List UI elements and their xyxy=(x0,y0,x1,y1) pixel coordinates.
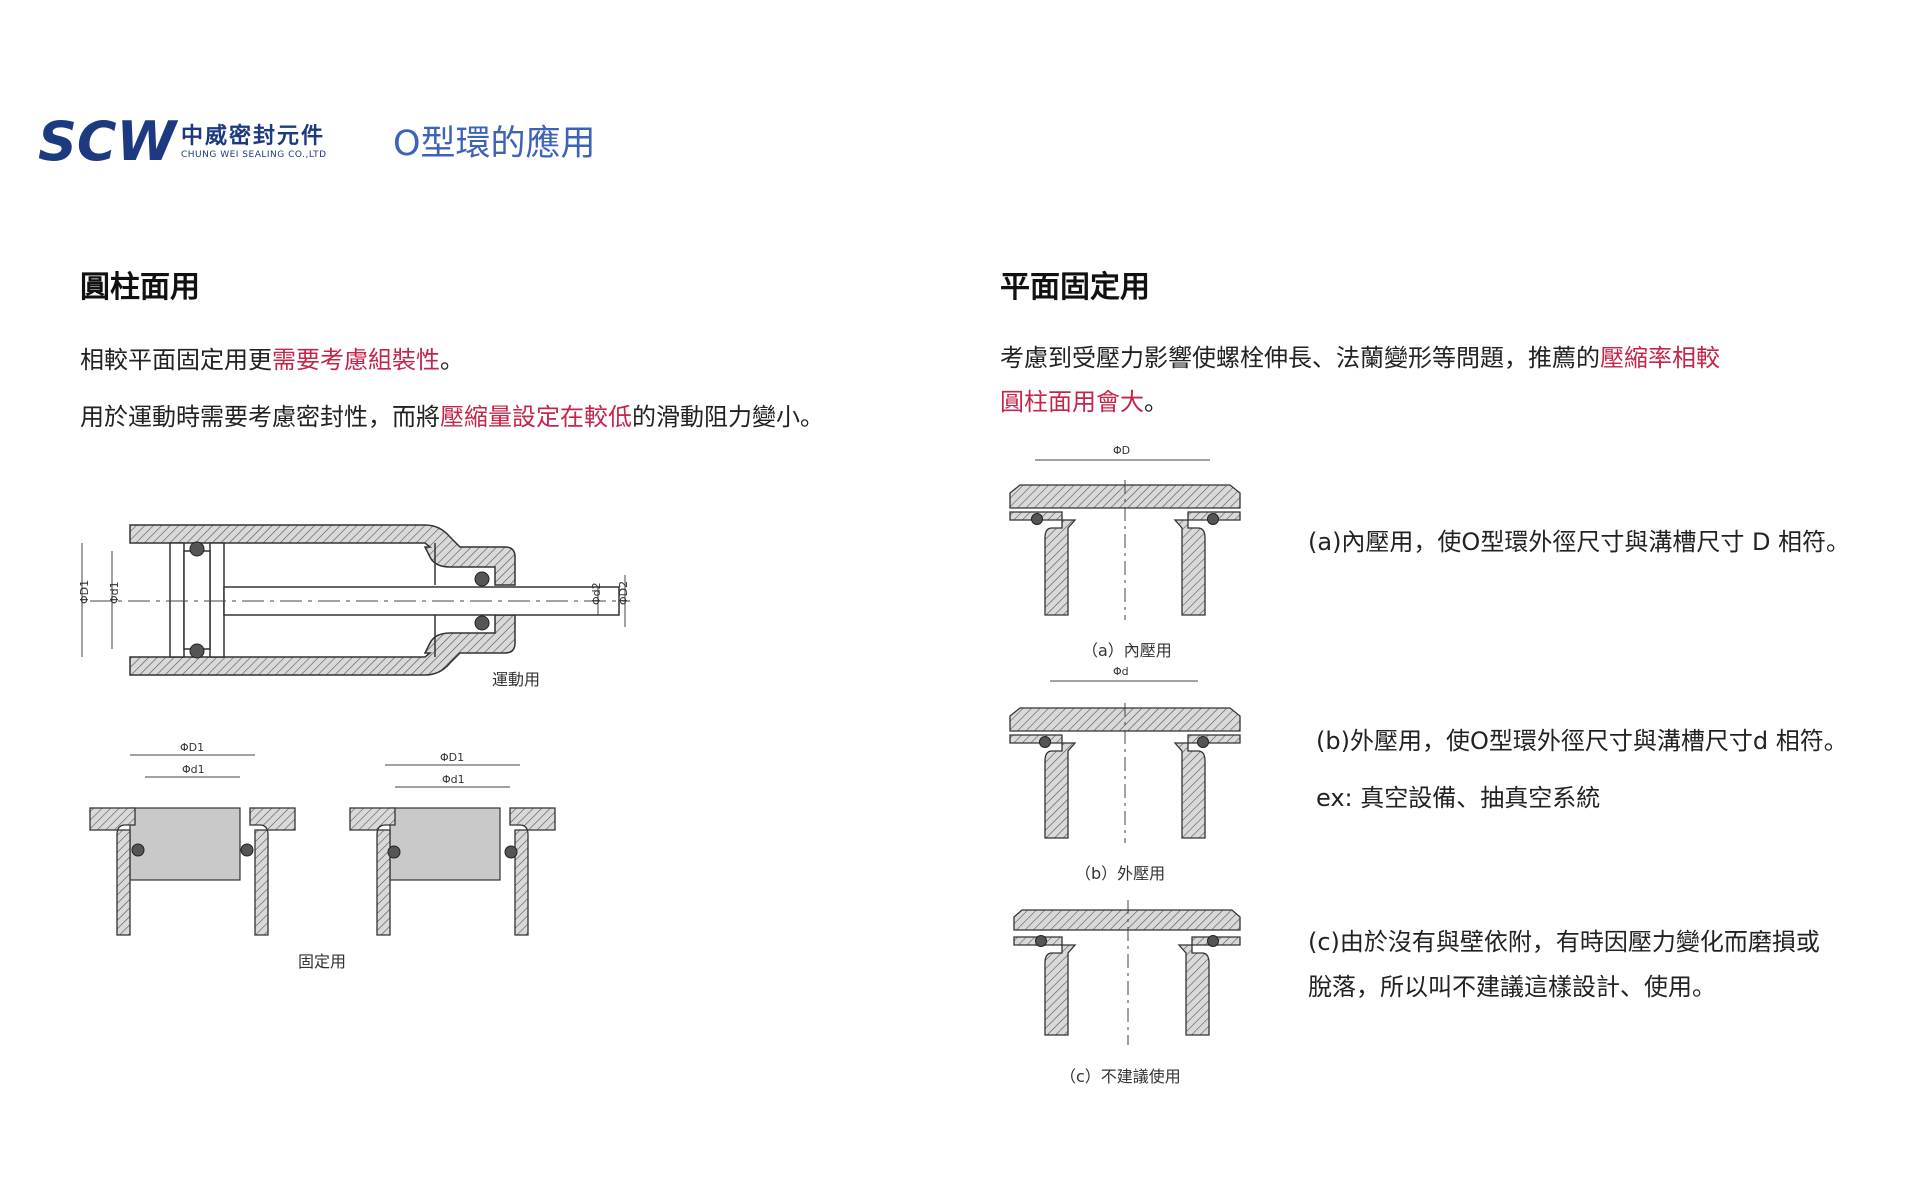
caption-b: （b）外壓用 xyxy=(1075,864,1166,883)
desc-c-line1: (c)由於沒有與壁依附，有時因壓力變化而磨損或 xyxy=(1308,928,1820,956)
caption-c: （c）不建議使用 xyxy=(1060,1067,1181,1086)
flange-right xyxy=(1173,734,1241,839)
piston-left-plate xyxy=(169,542,185,658)
left-para-line1: 相較平面固定用更需要考慮組裝性。 xyxy=(80,343,464,377)
oring-left xyxy=(1031,513,1043,525)
oring-left xyxy=(1039,736,1051,748)
dim-d-label: Φd xyxy=(1113,665,1129,678)
right-line1-highlight: 壓縮率相較 xyxy=(1600,344,1720,372)
right-para-line2: 圓柱面用會大。 xyxy=(1000,385,1168,419)
rod-oring-bottom xyxy=(474,615,490,631)
piston-oring-bottom xyxy=(189,643,205,659)
dim-D1-label: ΦD1 xyxy=(440,751,464,764)
flange-left xyxy=(1009,511,1077,616)
desc-c-line2: 脫落，所以叫不建議這樣設計、使用。 xyxy=(1308,973,1716,1001)
caption-a: （a）內壓用 xyxy=(1082,641,1172,660)
oring-right xyxy=(504,845,518,859)
oring-right xyxy=(1197,736,1209,748)
oring-left xyxy=(1035,935,1047,947)
oring-left xyxy=(131,843,145,857)
dim-D1-label: ΦD1 xyxy=(78,580,91,604)
right-para-line1: 考慮到受壓力影響使螺栓伸長、法蘭變形等問題，推薦的壓縮率相較 xyxy=(1000,341,1720,375)
fixed-caption: 固定用 xyxy=(298,952,347,971)
logo-company-cn: 中威密封元件 xyxy=(181,124,326,149)
oring-right xyxy=(1207,935,1219,947)
oring-right xyxy=(1207,513,1219,525)
right-line2-highlight: 圓柱面用會大 xyxy=(1000,388,1144,416)
left-line1-end: 。 xyxy=(440,346,464,374)
motion-caption: 運動用 xyxy=(492,670,541,689)
left-line1-text: 相較平面固定用更 xyxy=(80,346,272,374)
cylinder-upper-wall xyxy=(129,524,516,586)
rod-oring-top xyxy=(474,571,490,587)
diagram-b-external-pressure: Φd xyxy=(1009,665,1241,843)
left-line2-highlight: 壓縮量設定在較低 xyxy=(440,403,632,431)
oring-right xyxy=(240,843,254,857)
flange-left-wall xyxy=(349,807,396,936)
flange-left-wall xyxy=(89,807,136,936)
dim-d1-label: Φd1 xyxy=(108,581,121,604)
dim-D1-label: ΦD1 xyxy=(180,741,204,754)
diagram-c-not-recommended xyxy=(1013,900,1241,1045)
dim-D2-label: ΦD2 xyxy=(617,581,630,605)
flange-left xyxy=(1009,734,1077,839)
dim-d1-label: Φd1 xyxy=(182,763,205,776)
oring-left xyxy=(387,845,401,859)
diagram-a-internal-pressure: ΦD xyxy=(1009,444,1241,620)
left-section-title: 圓柱面用 xyxy=(80,270,200,305)
logo-mark-text: SCW xyxy=(38,110,178,170)
top-cover xyxy=(1009,484,1241,509)
desc-a-line1: (a)內壓用，使O型環外徑尺寸與溝槽尺寸 D 相符。 xyxy=(1308,528,1851,556)
flange-right-wall xyxy=(249,807,296,936)
desc-b-line1: (b)外壓用，使O型環外徑尺寸與溝槽尺寸d 相符。 xyxy=(1316,727,1848,755)
dim-d2-label: Φd2 xyxy=(590,582,603,605)
fixed-flange-diagram-right: ΦD1 Φd1 xyxy=(349,751,556,936)
shaft-body xyxy=(129,807,241,881)
right-line1-text: 考慮到受壓力影響使螺栓伸長、法蘭變形等問題，推薦的 xyxy=(1000,344,1600,372)
flange-right xyxy=(1177,936,1241,1036)
flange-right xyxy=(1173,511,1241,616)
shaft-body xyxy=(389,807,501,881)
page-title: O型環的應用 xyxy=(393,124,596,164)
dim-D-label: ΦD xyxy=(1113,444,1130,457)
top-cover xyxy=(1009,707,1241,732)
left-line2-text: 用於運動時需要考慮密封性，而將 xyxy=(80,403,440,431)
piston-right-plate xyxy=(209,542,225,658)
dim-d1-label: Φd1 xyxy=(442,773,465,786)
logo-mark-icon: SCW xyxy=(38,110,178,170)
right-section-title: 平面固定用 xyxy=(1000,270,1150,305)
motion-cylinder-diagram: ΦD1 Φd1 Φd2 ΦD2 xyxy=(78,524,630,676)
logo-company-en: CHUNG WEI SEALING CO.,LTD xyxy=(181,150,327,160)
top-cover xyxy=(1013,909,1241,931)
flange-left xyxy=(1013,936,1077,1036)
fixed-flange-diagram-left: ΦD1 Φd1 xyxy=(89,741,296,936)
piston-oring-top xyxy=(189,541,205,557)
left-line2-end: 的滑動阻力變小。 xyxy=(632,403,824,431)
company-logo[interactable]: SCW 中威密封元件 CHUNG WEI SEALING CO.,LTD xyxy=(38,110,338,170)
right-line2-end: 。 xyxy=(1144,388,1168,416)
left-line1-highlight: 需要考慮組裝性 xyxy=(272,346,440,374)
flange-right-wall xyxy=(509,807,556,936)
left-para-line2: 用於運動時需要考慮密封性，而將壓縮量設定在較低的滑動阻力變小。 xyxy=(80,400,824,434)
desc-b-line2: ex: 真空設備、抽真空系統 xyxy=(1316,784,1601,812)
piston-body xyxy=(183,550,211,650)
cylinder-lower-wall xyxy=(129,614,516,676)
